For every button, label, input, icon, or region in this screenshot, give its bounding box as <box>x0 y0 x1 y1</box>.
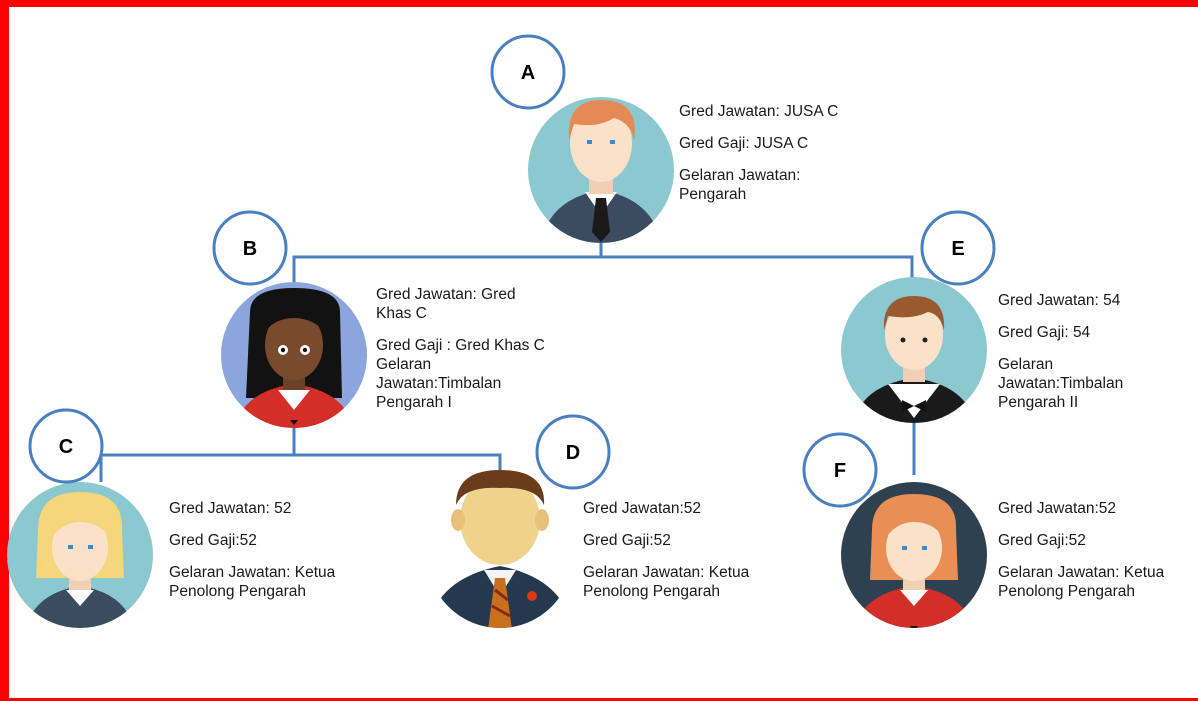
node-b-gelaran-3: Pengarah I <box>376 394 452 411</box>
node-label-d: D <box>535 414 611 490</box>
node-c-gred-gaji: Gred Gaji:52 <box>169 532 257 549</box>
man-suit-faceless-icon <box>427 470 573 628</box>
node-label-a: A <box>490 34 566 110</box>
node-f-gelaran-2: Penolong Pengarah <box>998 583 1136 600</box>
node-label-b: B <box>212 210 288 286</box>
woman-orange-hair-icon <box>841 482 987 628</box>
svg-text:F: F <box>834 460 846 482</box>
node-b-info: Gred Jawatan: Gred Khas C Gred Gaji : Gr… <box>376 285 545 412</box>
svg-text:A: A <box>521 62 535 84</box>
node-c-info: Gred Jawatan: 52 Gred Gaji:52 Gelaran Ja… <box>169 499 335 601</box>
node-e-info: Gred Jawatan: 54 Gred Gaji: 54 Gelaran J… <box>998 291 1123 412</box>
node-f-info: Gred Jawatan:52 Gred Gaji:52 Gelaran Jaw… <box>998 499 1198 601</box>
node-f-gred-jawatan: Gred Jawatan:52 <box>998 500 1117 517</box>
node-a-gred-jawatan: Gred Jawatan: JUSA C <box>679 103 839 120</box>
node-e-gelaran-2: Jawatan:Timbalan <box>998 375 1124 392</box>
node-d-info: Gred Jawatan:52 Gred Gaji:52 Gelaran Jaw… <box>583 499 749 601</box>
node-a-gelaran-1: Gelaran Jawatan: <box>679 167 801 184</box>
node-c-gred-jawatan: Gred Jawatan: 52 <box>169 500 292 517</box>
node-b-gelaran-2: Jawatan:Timbalan <box>376 375 502 392</box>
node-f-gelaran-1: Gelaran Jawatan: Ketua <box>998 564 1165 581</box>
svg-text:D: D <box>566 442 580 464</box>
node-a-gred-gaji: Gred Gaji: JUSA C <box>679 135 809 152</box>
connectors <box>99 232 916 482</box>
svg-text:C: C <box>59 436 73 458</box>
node-e-gelaran-3: Pengarah II <box>998 394 1079 411</box>
node-b-gred-gaji: Gred Gaji : Gred Khas C <box>376 337 545 354</box>
node-d-gred-jawatan: Gred Jawatan:52 <box>583 500 702 517</box>
node-b-gred-jawatan-2: Khas C <box>376 305 427 322</box>
node-e-gelaran-1: Gelaran <box>998 356 1054 373</box>
svg-text:B: B <box>243 238 257 260</box>
node-e-gred-gaji: Gred Gaji: 54 <box>998 324 1091 341</box>
node-c-gelaran-1: Gelaran Jawatan: Ketua <box>169 564 336 581</box>
node-a-info: Gred Jawatan: JUSA C Gred Gaji: JUSA C G… <box>679 102 838 204</box>
node-label-e: E <box>920 210 996 286</box>
node-d-gred-gaji: Gred Gaji:52 <box>583 532 671 549</box>
connector-b-c-d <box>99 427 502 482</box>
node-b-gred-jawatan-1: Gred Jawatan: Gred <box>376 286 516 303</box>
node-d-gelaran-2: Penolong Pengarah <box>583 583 721 600</box>
node-c-gelaran-2: Penolong Pengarah <box>169 583 307 600</box>
node-f-gred-gaji: Gred Gaji:52 <box>998 532 1086 549</box>
node-label-c: C <box>28 408 104 484</box>
node-b-gelaran-1: Gelaran <box>376 356 432 373</box>
connector-a-b-e <box>292 232 914 282</box>
node-a-gelaran-2: Pengarah <box>679 186 747 203</box>
svg-text:E: E <box>951 238 964 260</box>
man-ginger-hair-tie-icon <box>528 97 674 243</box>
node-d-gelaran-1: Gelaran Jawatan: Ketua <box>583 564 750 581</box>
man-bowtie-icon <box>841 277 987 423</box>
node-e-gred-jawatan: Gred Jawatan: 54 <box>998 292 1121 309</box>
woman-blonde-icon <box>7 482 153 628</box>
node-label-f: F <box>802 432 878 508</box>
woman-dark-skin-icon <box>221 282 367 428</box>
